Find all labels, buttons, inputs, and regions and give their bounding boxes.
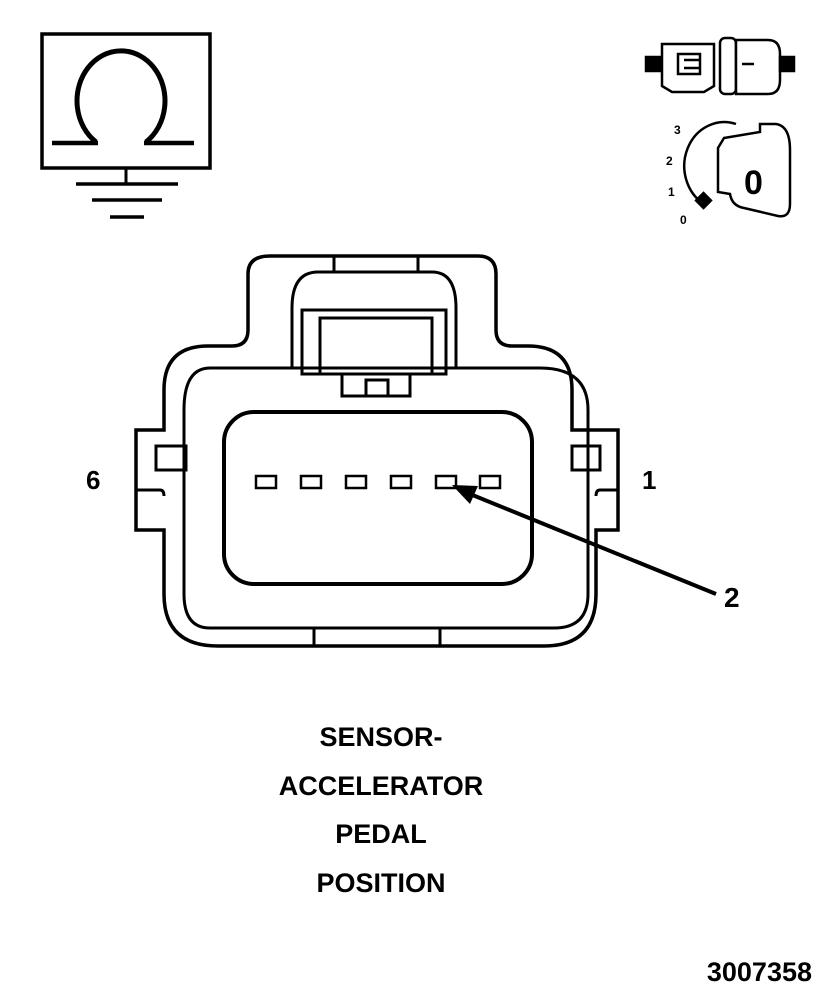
callout-label: 2 xyxy=(724,582,740,613)
title-line-4: POSITION xyxy=(316,868,445,898)
pin-3 xyxy=(389,474,413,490)
connector-face xyxy=(134,254,620,648)
title-line-2: ACCELERATOR xyxy=(279,771,484,801)
ignition-pos-2: 2 xyxy=(666,154,673,168)
pin-4 xyxy=(344,474,368,490)
ignition-pos-3: 3 xyxy=(674,123,681,137)
component-title: SENSOR- ACCELERATOR PEDAL POSITION xyxy=(279,722,484,898)
ohmmeter-ground-icon xyxy=(40,32,212,219)
ignition-key-off-icon: 3 2 1 0 0 xyxy=(666,120,792,227)
callout-arrow xyxy=(452,485,717,596)
pin-1 xyxy=(478,474,502,490)
title-line-3: PEDAL xyxy=(335,819,427,849)
pin-5 xyxy=(299,474,323,490)
pin-1-label: 1 xyxy=(642,465,656,495)
connector-disconnect-icon xyxy=(644,36,796,96)
pin-2 xyxy=(434,474,458,490)
pin-6-label: 6 xyxy=(86,465,100,495)
figure-number: 3007358 xyxy=(707,957,812,987)
pin-6 xyxy=(254,474,278,490)
ignition-pos-0: 0 xyxy=(680,213,687,227)
title-line-1: SENSOR- xyxy=(319,722,442,752)
ignition-key-position: 0 xyxy=(744,164,763,202)
ignition-pos-1: 1 xyxy=(668,185,675,199)
